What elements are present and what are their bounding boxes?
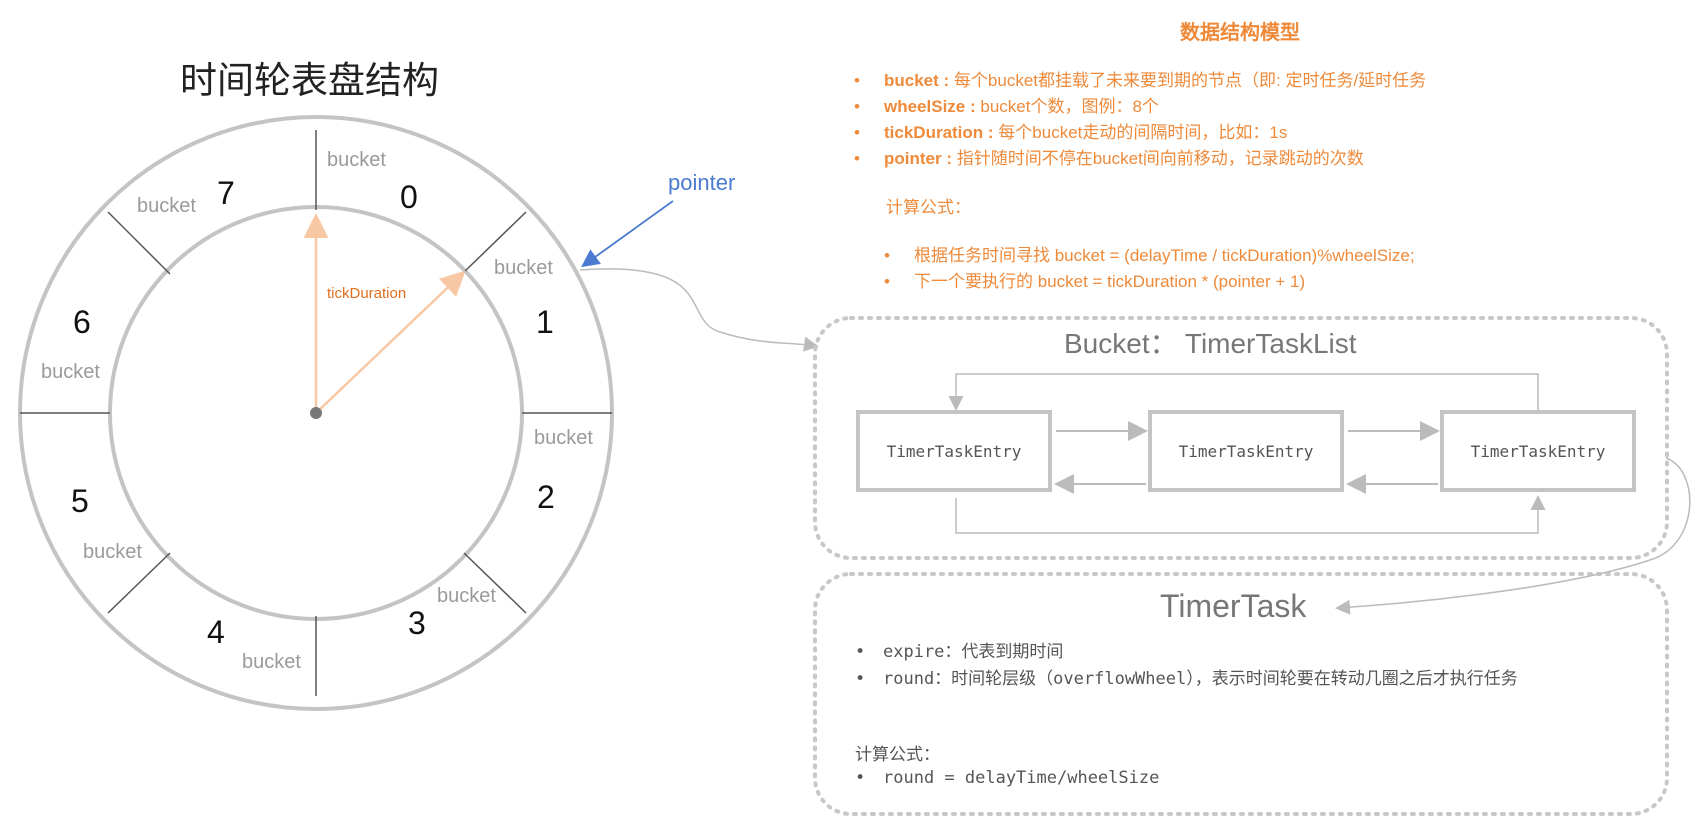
tick-duration-label: tickDuration — [327, 285, 406, 302]
bucket-label-3: bucket — [437, 585, 496, 607]
bucket-to-list-connector — [579, 268, 819, 352]
divider-bottom-right — [463, 552, 527, 614]
timer-task-formula-list: round = delayTime/wheelSize — [855, 766, 1159, 791]
model-item-text: 每个bucket走动的间隔时间，比如：1s — [993, 123, 1288, 142]
timer-task-entry-3: TimerTaskEntry — [1440, 410, 1636, 492]
model-title: 数据结构模型 — [1180, 20, 1300, 44]
pointer-arrow — [581, 200, 674, 268]
bucket-box-title: Bucket： TimerTaskList — [1064, 328, 1357, 359]
model-item-wheelsize: wheelSize : bucket个数，图例：8个 — [884, 94, 1426, 120]
model-list: bucket : 每个bucket都挂载了未来要到期的节点（即: 定时任务/延时… — [884, 68, 1426, 172]
wheel-title: 时间轮表盘结构 — [180, 59, 439, 102]
model-formula-item: 根据任务时间寻找 bucket = (delayTime / tickDurat… — [914, 243, 1415, 269]
model-item-key: tickDuration : — [884, 123, 994, 142]
timer-task-entry-2: TimerTaskEntry — [1148, 410, 1344, 492]
slot-number-1: 1 — [536, 304, 554, 340]
bucket-label-4: bucket — [242, 651, 301, 673]
slot-number-6: 6 — [73, 304, 91, 340]
slot-number-3: 3 — [408, 605, 426, 641]
slot-number-4: 4 — [207, 614, 225, 650]
model-item-tickduration: tickDuration : 每个bucket走动的间隔时间，比如：1s — [884, 120, 1426, 146]
pointer-label: pointer — [668, 170, 735, 195]
model-item-key: pointer : — [884, 149, 952, 168]
model-item-text: 指针随时间不停在bucket间向前移动，记录跳动的次数 — [952, 149, 1364, 168]
timer-task-formula-item: round = delayTime/wheelSize — [855, 766, 1159, 791]
link-wrap-bottom — [955, 495, 1546, 534]
model-item-key: wheelSize : — [884, 97, 976, 116]
model-item-text: bucket个数，图例：8个 — [975, 97, 1159, 116]
timer-task-item-expire: expire：代表到期时间 — [855, 640, 1623, 665]
bucket-label-6: bucket — [41, 361, 100, 383]
model-formula-label: 计算公式： — [886, 198, 971, 217]
timer-task-formula-label: 计算公式： — [855, 745, 940, 765]
model-item-pointer: pointer : 指针随时间不停在bucket间向前移动，记录跳动的次数 — [884, 146, 1426, 172]
bucket-label-5: bucket — [83, 541, 142, 563]
model-item-bucket: bucket : 每个bucket都挂载了未来要到期的节点（即: 定时任务/延时… — [884, 68, 1426, 94]
timer-task-title: TimerTask — [1160, 588, 1307, 624]
model-item-key: bucket : — [884, 71, 950, 90]
slot-number-7: 7 — [217, 175, 235, 211]
model-formula-item: 下一个要执行的 bucket = tickDuration * (pointer… — [914, 269, 1415, 295]
link-wrap-top — [948, 373, 1539, 411]
timer-task-entry-1: TimerTaskEntry — [856, 410, 1052, 492]
timer-task-item-round: round：时间轮层级（overflowWheel），表示时间轮要在转动几圈之后… — [855, 667, 1623, 692]
slot-number-5: 5 — [71, 483, 89, 519]
bucket-label-1: bucket — [494, 257, 553, 279]
hand-diagonal — [315, 270, 466, 414]
entry-to-task-connector — [1335, 457, 1691, 615]
divider-top-left — [107, 211, 171, 275]
bucket-label-0: bucket — [327, 149, 386, 171]
bucket-label-2: bucket — [534, 427, 593, 449]
timer-task-list: expire：代表到期时间 round：时间轮层级（overflowWheel）… — [855, 640, 1623, 694]
timer-task-box — [813, 572, 1669, 816]
wheel-center-dot — [310, 407, 322, 419]
slot-number-2: 2 — [537, 479, 555, 515]
model-formula-list: 根据任务时间寻找 bucket = (delayTime / tickDurat… — [914, 243, 1415, 295]
bucket-list-box — [813, 316, 1669, 560]
bucket-label-7: bucket — [137, 195, 196, 217]
divider-bottom-left — [107, 552, 171, 614]
slot-number-0: 0 — [400, 179, 418, 215]
model-item-text: 每个bucket都挂载了未来要到期的节点（即: 定时任务/延时任务 — [949, 71, 1427, 90]
divider-top-right — [461, 211, 527, 275]
